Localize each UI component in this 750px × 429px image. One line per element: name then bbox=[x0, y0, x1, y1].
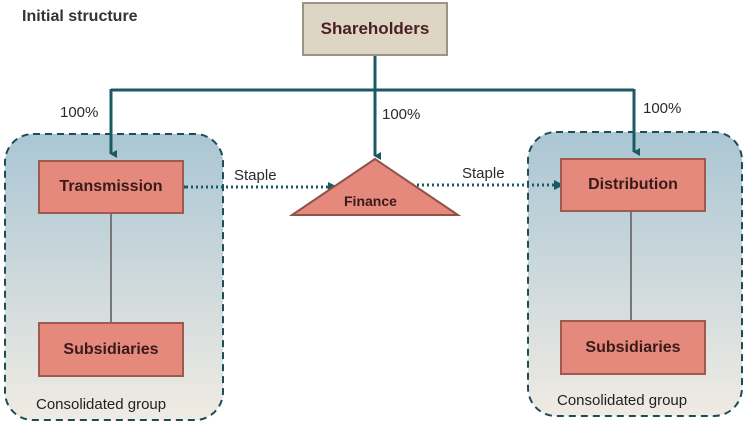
subsidiaries-right-box: Subsidiaries bbox=[560, 320, 706, 375]
staple-label-right: Staple bbox=[462, 165, 505, 182]
ownership-pct-center: 100% bbox=[382, 106, 421, 123]
consolidated-group-label-right: Consolidated group bbox=[557, 392, 688, 409]
finance-triangle bbox=[288, 157, 462, 216]
finance-label: Finance bbox=[344, 193, 397, 209]
ownership-pct-left: 100% bbox=[60, 104, 99, 121]
subsidiaries-left-box: Subsidiaries bbox=[38, 322, 184, 377]
distribution-box: Distribution bbox=[560, 158, 706, 212]
staple-label-left: Staple bbox=[234, 167, 277, 184]
transmission-box: Transmission bbox=[38, 160, 184, 214]
ownership-connector bbox=[111, 56, 634, 92]
ownership-pct-right: 100% bbox=[643, 100, 682, 117]
consolidated-group-label-left: Consolidated group bbox=[36, 396, 167, 413]
page-title: Initial structure bbox=[22, 8, 138, 25]
shareholders-box: Shareholders bbox=[302, 2, 448, 56]
